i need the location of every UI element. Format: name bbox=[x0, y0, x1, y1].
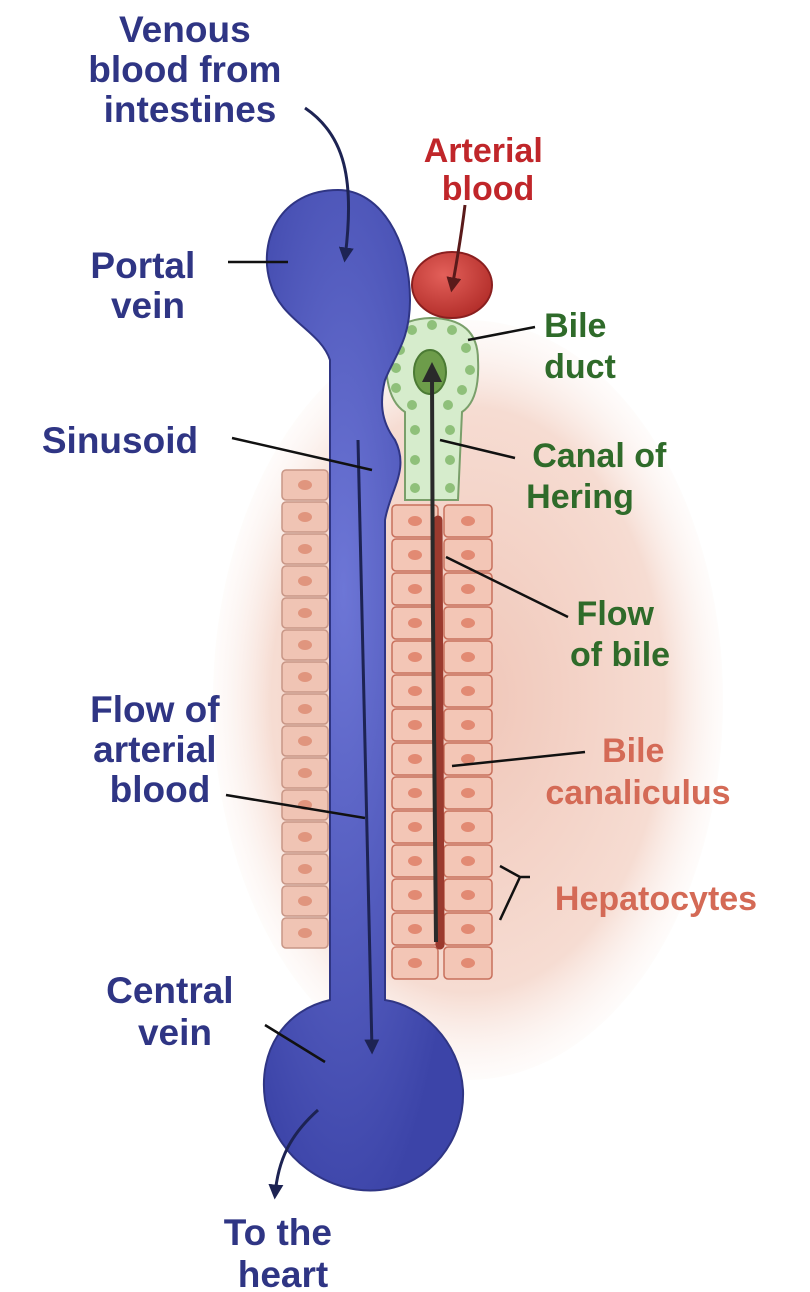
hepatocyte-nucleus bbox=[461, 720, 475, 730]
duct-cell-nucleus bbox=[410, 425, 420, 435]
hepatocyte-nucleus bbox=[408, 958, 422, 968]
hepatocyte-nucleus bbox=[298, 864, 312, 874]
hepatocyte-nucleus bbox=[461, 924, 475, 934]
duct-cell-nucleus bbox=[410, 483, 420, 493]
hepatocyte-nucleus bbox=[461, 516, 475, 526]
duct-cell-nucleus bbox=[443, 400, 453, 410]
hepatocyte-nucleus bbox=[298, 704, 312, 714]
hepatocyte-nucleus bbox=[298, 672, 312, 682]
hepatocyte-nucleus bbox=[461, 788, 475, 798]
duct-cell-nucleus bbox=[391, 383, 401, 393]
label-arterial-blood: Arterial blood bbox=[424, 132, 553, 208]
hepatocyte-nucleus bbox=[461, 686, 475, 696]
hepatocyte-nucleus bbox=[408, 890, 422, 900]
hepatocyte-nucleus bbox=[408, 516, 422, 526]
label-venous-blood: Venous blood from intestines bbox=[88, 9, 291, 130]
label-flow-of-arterial-blood: Flow of arterial blood bbox=[90, 689, 230, 810]
hepatocyte-nucleus bbox=[298, 640, 312, 650]
duct-cell-nucleus bbox=[457, 385, 467, 395]
hepatocyte-nucleus bbox=[298, 896, 312, 906]
hepatocyte-nucleus bbox=[408, 618, 422, 628]
duct-cell-nucleus bbox=[445, 425, 455, 435]
label-central-vein: Central vein bbox=[106, 970, 244, 1053]
hepatocyte-nucleus bbox=[408, 856, 422, 866]
hepatocyte-nucleus bbox=[461, 958, 475, 968]
hepatocyte-nucleus bbox=[408, 754, 422, 764]
label-sinusoid: Sinusoid bbox=[42, 420, 198, 461]
hepatocyte-nucleus bbox=[408, 584, 422, 594]
hepatocyte-nucleus bbox=[298, 928, 312, 938]
hepatocyte-nucleus bbox=[461, 584, 475, 594]
hepatocyte-nucleus bbox=[408, 924, 422, 934]
hepatocyte-nucleus bbox=[461, 652, 475, 662]
hepatocyte-nucleus bbox=[298, 544, 312, 554]
duct-cell-nucleus bbox=[445, 483, 455, 493]
hepatocyte-nucleus bbox=[461, 856, 475, 866]
duct-cell-nucleus bbox=[447, 325, 457, 335]
duct-cell-nucleus bbox=[410, 455, 420, 465]
duct-cell-nucleus bbox=[465, 365, 475, 375]
hepatocyte-nucleus bbox=[461, 890, 475, 900]
hepatocyte-nucleus bbox=[461, 754, 475, 764]
hepatocyte-nucleus bbox=[461, 550, 475, 560]
hepatocyte-nucleus bbox=[408, 822, 422, 832]
hepatocyte-nucleus bbox=[408, 652, 422, 662]
duct-cell-nucleus bbox=[407, 400, 417, 410]
label-to-the-heart: To the heart bbox=[224, 1212, 343, 1292]
hepatocyte-nucleus bbox=[408, 686, 422, 696]
hepatocyte-nucleus bbox=[461, 618, 475, 628]
hepatocyte-nucleus bbox=[298, 576, 312, 586]
hepatocyte-nucleus bbox=[298, 736, 312, 746]
hepatocyte-nucleus bbox=[461, 822, 475, 832]
hepatocyte-nucleus bbox=[298, 832, 312, 842]
hepatocyte-nucleus bbox=[408, 720, 422, 730]
hepatocyte-nucleus bbox=[298, 480, 312, 490]
label-portal-vein: Portal vein bbox=[90, 245, 205, 326]
duct-cell-nucleus bbox=[407, 325, 417, 335]
hepatocyte-nucleus bbox=[298, 512, 312, 522]
left-hepatocyte-plate bbox=[282, 470, 328, 948]
hepatocyte-nucleus bbox=[408, 550, 422, 560]
duct-cell-nucleus bbox=[461, 343, 471, 353]
duct-cell-nucleus bbox=[427, 320, 437, 330]
duct-cell-nucleus bbox=[445, 455, 455, 465]
hepatocyte-nucleus bbox=[298, 768, 312, 778]
label-hepatocytes: Hepatocytes bbox=[555, 880, 757, 918]
hepatocyte-nucleus bbox=[298, 608, 312, 618]
bile-canaliculus bbox=[438, 520, 440, 945]
hepatocyte-nucleus bbox=[408, 788, 422, 798]
